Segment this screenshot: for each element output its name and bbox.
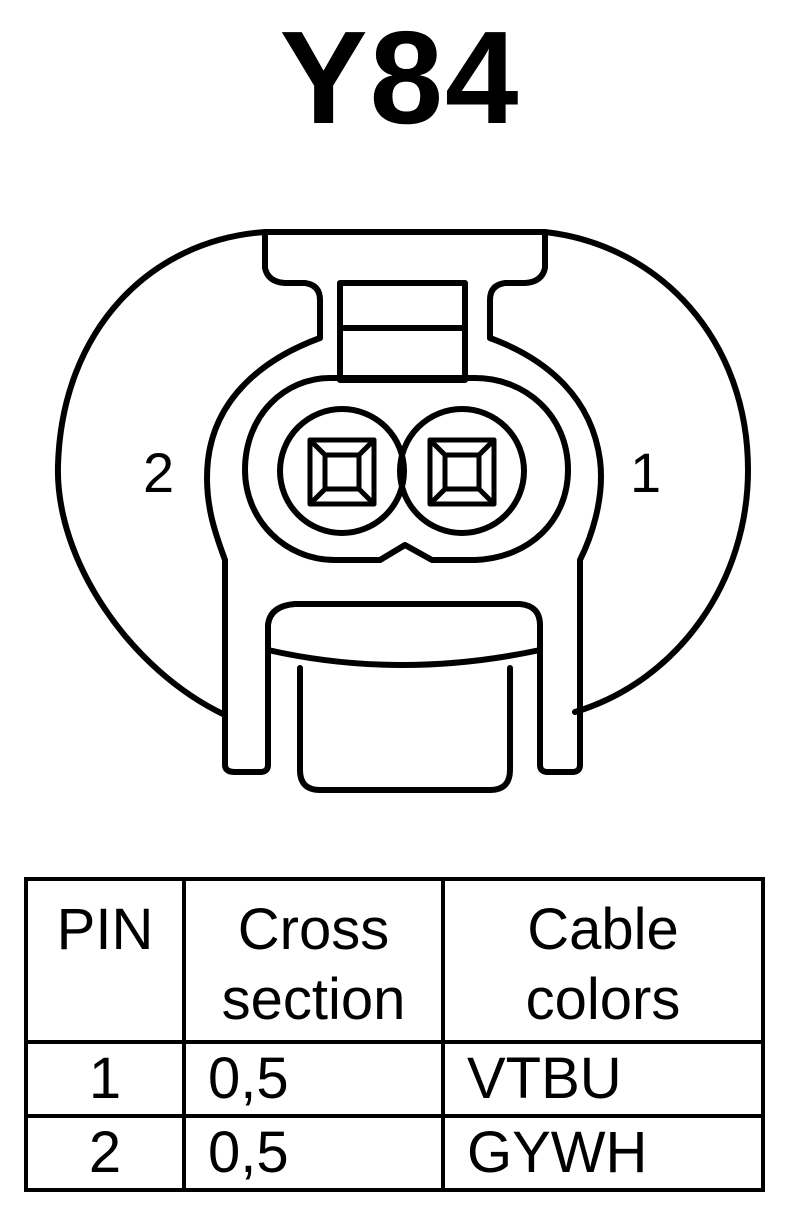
header-cross-section-line1: Cross — [237, 897, 390, 962]
latch-tab — [262, 229, 548, 341]
pin-label-right: 1 — [630, 441, 661, 504]
row-pin: 2 — [24, 1114, 186, 1192]
latch-window — [337, 280, 468, 383]
housing-outline — [54, 229, 751, 718]
table-row: 2 0,5 GYWH — [24, 1114, 765, 1192]
header-pin: PIN — [24, 877, 186, 1044]
inner-cavity — [204, 335, 604, 775]
table-row: 1 0,5 VTBU — [24, 1040, 765, 1118]
connector-title: Y84 — [279, 4, 521, 151]
connector-drawing: 2 1 — [54, 229, 751, 793]
pin-label-left: 2 — [143, 441, 174, 504]
row-cross-section: 0,5 — [182, 1040, 445, 1118]
header-pin-text: PIN — [56, 897, 154, 962]
table-header-row: PIN Cross section Cable colors — [24, 877, 765, 1044]
pin-1-cavity — [397, 406, 527, 536]
pin-table: PIN Cross section Cable colors 1 0,5 VTB… — [24, 877, 765, 1192]
row-cross-section: 0,5 — [182, 1114, 445, 1192]
pin-1-terminal — [427, 437, 497, 507]
pin-2-cavity — [277, 406, 407, 536]
row-cable-color: VTBU — [441, 1040, 765, 1118]
row-cable-color: GYWH — [441, 1114, 765, 1192]
pin-2-terminal — [307, 437, 377, 507]
header-cross-section: Cross section — [182, 877, 445, 1044]
header-cross-section-line2: section — [221, 967, 406, 1032]
header-cable-colors-line1: Cable — [527, 897, 679, 962]
bottom-key — [297, 665, 513, 793]
contact-ring — [242, 375, 571, 563]
row-pin: 1 — [24, 1040, 186, 1118]
header-cable-colors-line2: colors — [525, 967, 681, 1032]
header-cable-colors: Cable colors — [441, 877, 765, 1044]
locking-bar — [265, 601, 543, 718]
